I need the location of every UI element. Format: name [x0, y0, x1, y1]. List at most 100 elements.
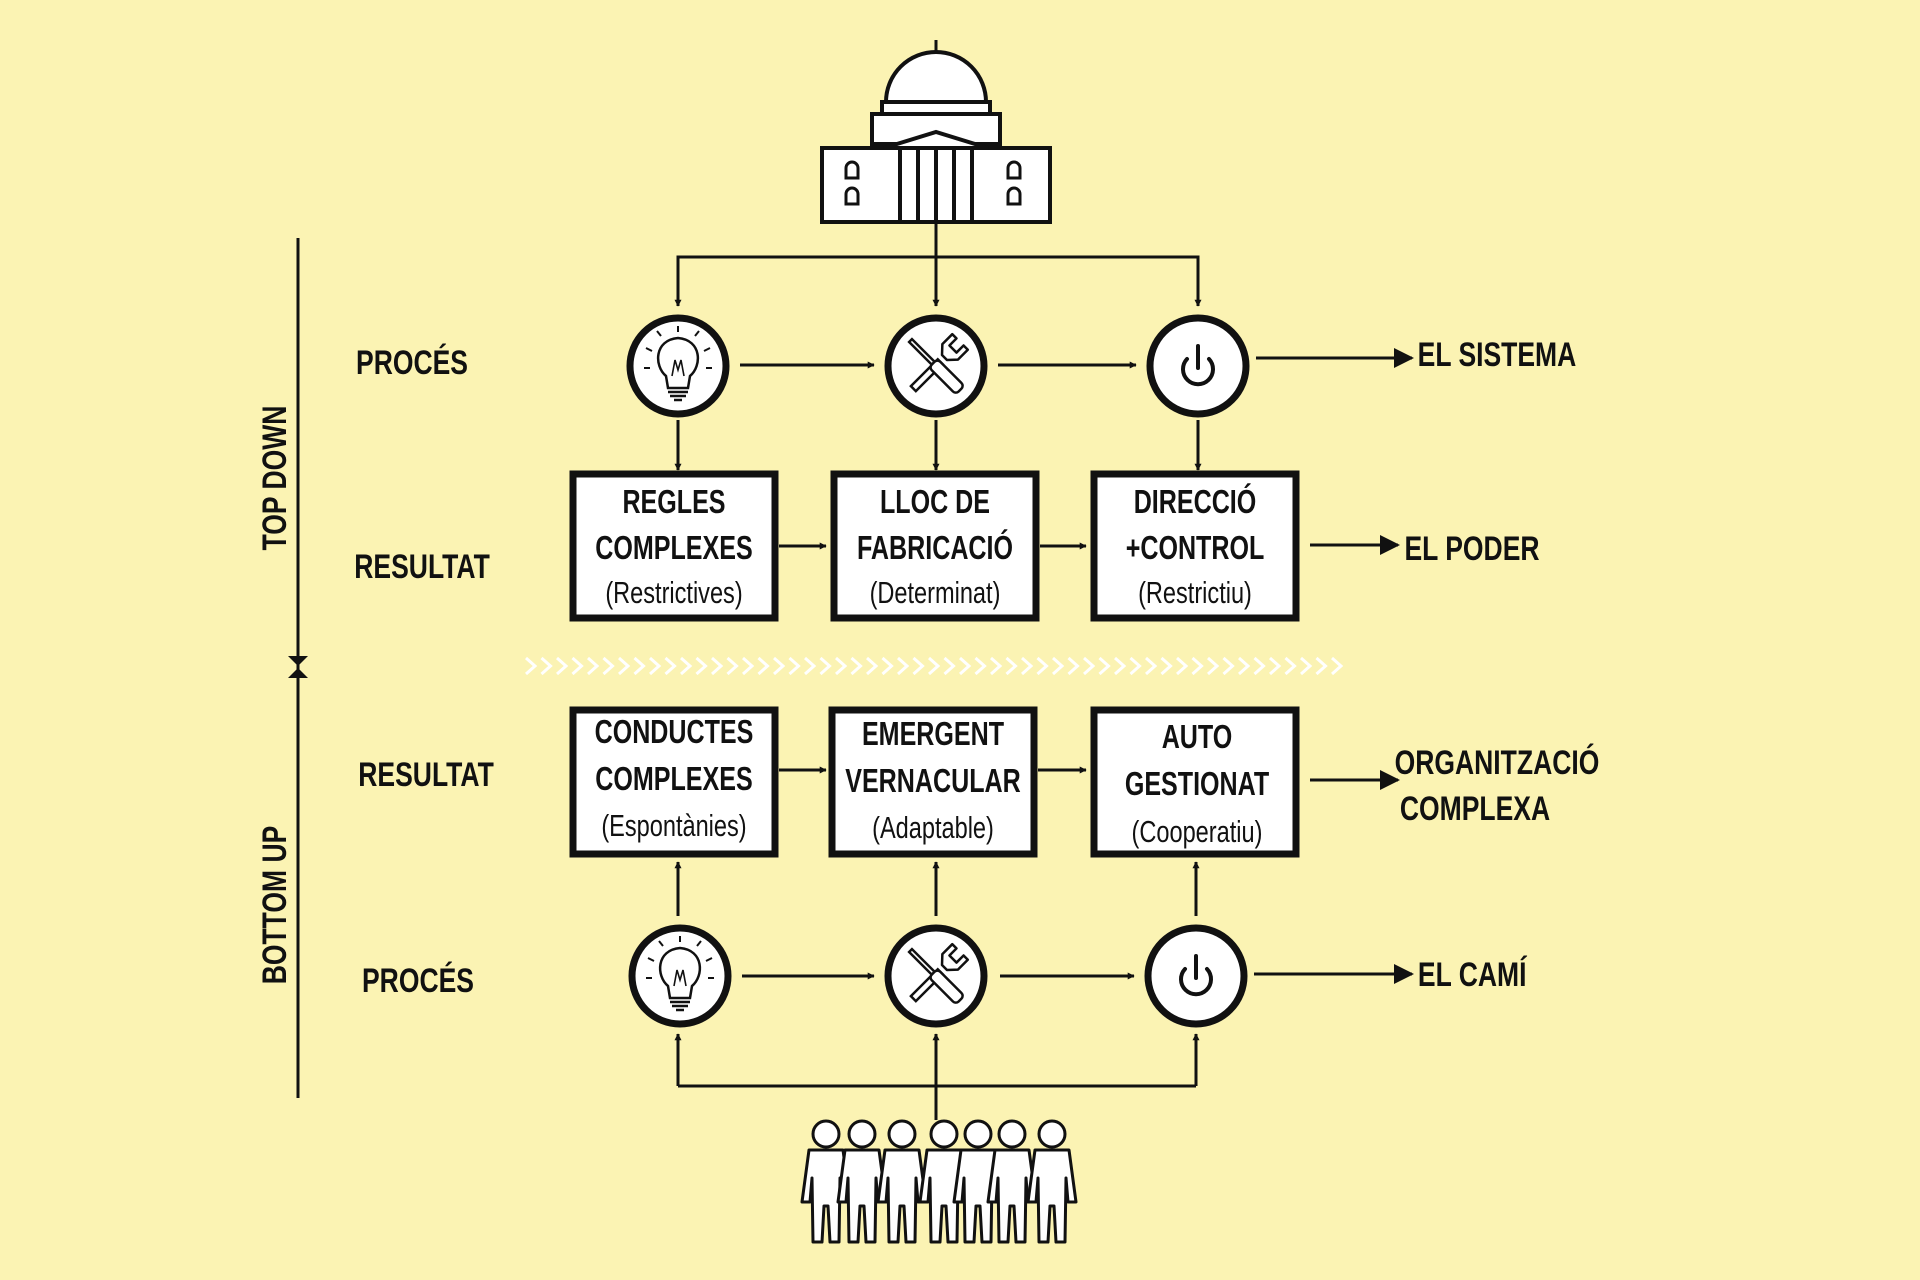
bottom-process-power	[1144, 924, 1248, 1028]
top-process-outcome: EL SISTEMA	[1418, 336, 1577, 374]
bottom-result-box-2: EMERGENT VERNACULAR (Adaptable)	[828, 706, 1038, 858]
chevron-icon	[540, 656, 553, 676]
chevron-icon	[804, 656, 817, 676]
bottom-result-arrows	[779, 766, 1400, 790]
chevron-icon	[649, 656, 662, 676]
chevron-icon	[556, 656, 569, 676]
chevron-icon	[990, 656, 1003, 676]
chevron-icon	[943, 656, 956, 676]
chevron-icon	[1176, 656, 1189, 676]
svg-text:CONDUCTES: CONDUCTES	[595, 714, 754, 751]
chevron-icon	[912, 656, 925, 676]
chevron-icon	[602, 656, 615, 676]
top-vertical-arrows	[674, 420, 1202, 471]
chevron-icon	[587, 656, 600, 676]
top-result-box-1: REGLES COMPLEXES (Restrictives)	[569, 470, 779, 622]
top-result-arrows	[779, 535, 1400, 555]
bottom-process-arrows	[742, 964, 1414, 984]
chevron-icon	[571, 656, 584, 676]
chevron-icon	[1315, 656, 1328, 676]
chevron-icon	[742, 656, 755, 676]
chevron-icon	[1098, 656, 1111, 676]
separator-chevrons	[525, 656, 1344, 676]
svg-text:(Restrictiu): (Restrictiu)	[1138, 575, 1252, 610]
top-result-outcome: EL PODER	[1404, 530, 1539, 568]
chevron-icon	[1005, 656, 1018, 676]
top-process-arrows	[740, 348, 1414, 369]
chevron-icon	[618, 656, 631, 676]
svg-text:(Determinat): (Determinat)	[870, 575, 1001, 610]
chevron-icon	[866, 656, 879, 676]
person-icon	[836, 1119, 888, 1244]
chevron-icon	[1238, 656, 1251, 676]
chevron-icon	[1052, 656, 1065, 676]
top-process-tools	[884, 314, 988, 418]
chevron-icon	[711, 656, 724, 676]
bottom-process-tools	[884, 924, 988, 1028]
chevron-icon	[695, 656, 708, 676]
people-group-icon	[800, 1119, 1078, 1244]
bottom-result-box-1: CONDUCTES COMPLEXES (Espontànies)	[569, 706, 779, 858]
chevron-icon	[1331, 656, 1344, 676]
chevron-icon	[1083, 656, 1096, 676]
chevron-icon	[1036, 656, 1049, 676]
svg-text:EMERGENT: EMERGENT	[862, 716, 1004, 753]
svg-text:(Restrictives): (Restrictives)	[605, 575, 742, 610]
svg-text:+CONTROL: +CONTROL	[1126, 530, 1265, 567]
chevron-icon	[850, 656, 863, 676]
chevron-icon	[1207, 656, 1220, 676]
bottom-result-label: RESULTAT	[358, 756, 494, 794]
bottom-process-label: PROCÉS	[362, 961, 474, 1000]
chevron-icon	[680, 656, 693, 676]
chevron-icon	[525, 656, 538, 676]
chevron-icon	[1021, 656, 1034, 676]
svg-text:LLOC DE: LLOC DE	[880, 484, 990, 521]
top-down-label: TOP DOWN	[256, 406, 294, 551]
top-connectors	[674, 224, 1202, 307]
bottom-process-lightbulb	[628, 924, 732, 1028]
chevron-icon	[664, 656, 677, 676]
chevron-icon	[1222, 656, 1235, 676]
top-result-box-3: DIRECCIÓ +CONTROL (Restrictiu)	[1090, 470, 1300, 622]
chevron-icon	[928, 656, 941, 676]
chevron-icon	[819, 656, 832, 676]
bottom-vertical-arrows	[674, 861, 1200, 916]
svg-text:VERNACULAR: VERNACULAR	[845, 763, 1021, 800]
top-process-lightbulb	[626, 314, 730, 418]
chevron-icon	[1191, 656, 1204, 676]
bottom-result-box-3: AUTO GESTIONAT (Cooperatiu)	[1090, 706, 1300, 858]
chevron-icon	[959, 656, 972, 676]
person-icon	[986, 1119, 1038, 1244]
top-process-power	[1146, 314, 1250, 418]
bottom-up-label: BOTTOM UP	[256, 826, 294, 985]
chevron-icon	[773, 656, 786, 676]
person-icon	[876, 1119, 928, 1244]
chevron-icon	[1300, 656, 1313, 676]
chevron-icon	[1145, 656, 1158, 676]
bottom-connectors	[674, 1033, 1200, 1120]
svg-text:DIRECCIÓ: DIRECCIÓ	[1134, 483, 1257, 521]
svg-text:(Cooperatiu): (Cooperatiu)	[1132, 814, 1263, 849]
chevron-icon	[897, 656, 910, 676]
chevron-icon	[1284, 656, 1297, 676]
government-building-icon	[820, 40, 1052, 224]
chevron-icon	[788, 656, 801, 676]
svg-text:(Adaptable): (Adaptable)	[872, 810, 994, 845]
svg-text:FABRICACIÓ: FABRICACIÓ	[857, 529, 1013, 567]
chevron-icon	[835, 656, 848, 676]
bottom-result-outcome-line2: COMPLEXA	[1400, 790, 1550, 828]
chevron-icon	[1160, 656, 1173, 676]
bottom-result-outcome-line1: ORGANITZACIÓ	[1395, 742, 1600, 782]
svg-text:REGLES: REGLES	[622, 484, 725, 521]
svg-text:COMPLEXES: COMPLEXES	[595, 530, 752, 567]
chevron-icon	[974, 656, 987, 676]
svg-text:COMPLEXES: COMPLEXES	[595, 761, 752, 798]
chevron-icon	[633, 656, 646, 676]
top-result-label: RESULTAT	[354, 548, 490, 586]
bottom-process-outcome: EL CAMÍ	[1418, 955, 1528, 994]
svg-text:GESTIONAT: GESTIONAT	[1125, 766, 1269, 803]
chevron-icon	[1129, 656, 1142, 676]
svg-text:AUTO: AUTO	[1162, 719, 1233, 756]
svg-text:(Espontànies): (Espontànies)	[601, 808, 746, 843]
